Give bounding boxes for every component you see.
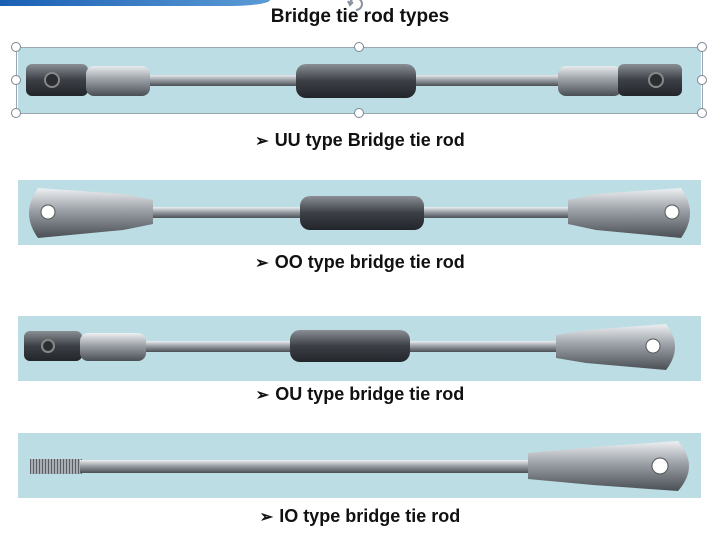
arrow-bullet-icon: ➢ — [259, 509, 274, 526]
caption-uu[interactable]: ➢ UU type Bridge tie rod — [0, 130, 720, 151]
tie-rod-image-oo[interactable] — [18, 180, 701, 245]
arrow-bullet-icon: ➢ — [255, 255, 269, 272]
turnbuckle — [290, 330, 410, 362]
tie-rod-oo-drawing — [29, 188, 690, 238]
selection-handle-icon[interactable] — [354, 42, 364, 52]
slide-title[interactable]: Bridge tie rod types — [270, 6, 450, 27]
eye-end-right — [568, 188, 690, 238]
clevis-left-neck — [80, 333, 146, 361]
eye-right-hole — [645, 338, 661, 354]
caption-text: OO type bridge tie rod — [274, 252, 465, 272]
caption-oo[interactable]: ➢ OO type bridge tie rod — [0, 252, 720, 273]
selection-handle-icon[interactable] — [697, 42, 707, 52]
caption-ou[interactable]: ➢ OU type bridge tie rod — [0, 384, 720, 405]
rod-shaft — [80, 460, 540, 473]
threaded-end — [30, 459, 82, 474]
eye-end-right — [556, 324, 675, 370]
eye-right-hole — [651, 457, 669, 475]
tie-rod-image-io[interactable] — [18, 433, 701, 498]
clevis-right-neck — [558, 66, 622, 96]
selection-handle-icon[interactable] — [11, 75, 21, 85]
turnbuckle — [296, 64, 416, 98]
caption-text: IO type bridge tie rod — [279, 506, 461, 526]
selection-handle-icon[interactable] — [697, 108, 707, 118]
tie-rod-image-uu[interactable] — [18, 48, 701, 113]
caption-text: UU type Bridge tie rod — [274, 130, 465, 150]
slide-accent-bar — [0, 0, 270, 6]
selection-handle-icon[interactable] — [11, 108, 21, 118]
selection-handle-icon[interactable] — [697, 75, 707, 85]
tie-rod-image-ou[interactable] — [18, 316, 701, 381]
clevis-left-neck — [86, 66, 150, 96]
tie-rod-uu-drawing — [26, 64, 682, 98]
caption-text: OU type bridge tie rod — [275, 384, 465, 404]
arrow-bullet-icon: ➢ — [255, 133, 269, 150]
eye-left-hole — [40, 204, 56, 220]
arrow-bullet-icon: ➢ — [255, 387, 270, 404]
turnbuckle — [300, 196, 424, 230]
eye-right-hole — [664, 204, 680, 220]
eye-end-left — [29, 188, 153, 238]
tie-rod-ou-drawing — [24, 324, 675, 370]
caption-io[interactable]: ➢ IO type bridge tie rod — [0, 506, 720, 527]
rotate-icon[interactable] — [346, 0, 366, 12]
selection-handle-icon[interactable] — [354, 108, 364, 118]
tie-rod-io-drawing — [30, 441, 689, 491]
clevis-left-pin — [41, 339, 55, 353]
clevis-left-pin — [44, 72, 60, 88]
eye-end-right — [528, 441, 689, 491]
selection-handle-icon[interactable] — [11, 42, 21, 52]
clevis-right-pin — [648, 72, 664, 88]
